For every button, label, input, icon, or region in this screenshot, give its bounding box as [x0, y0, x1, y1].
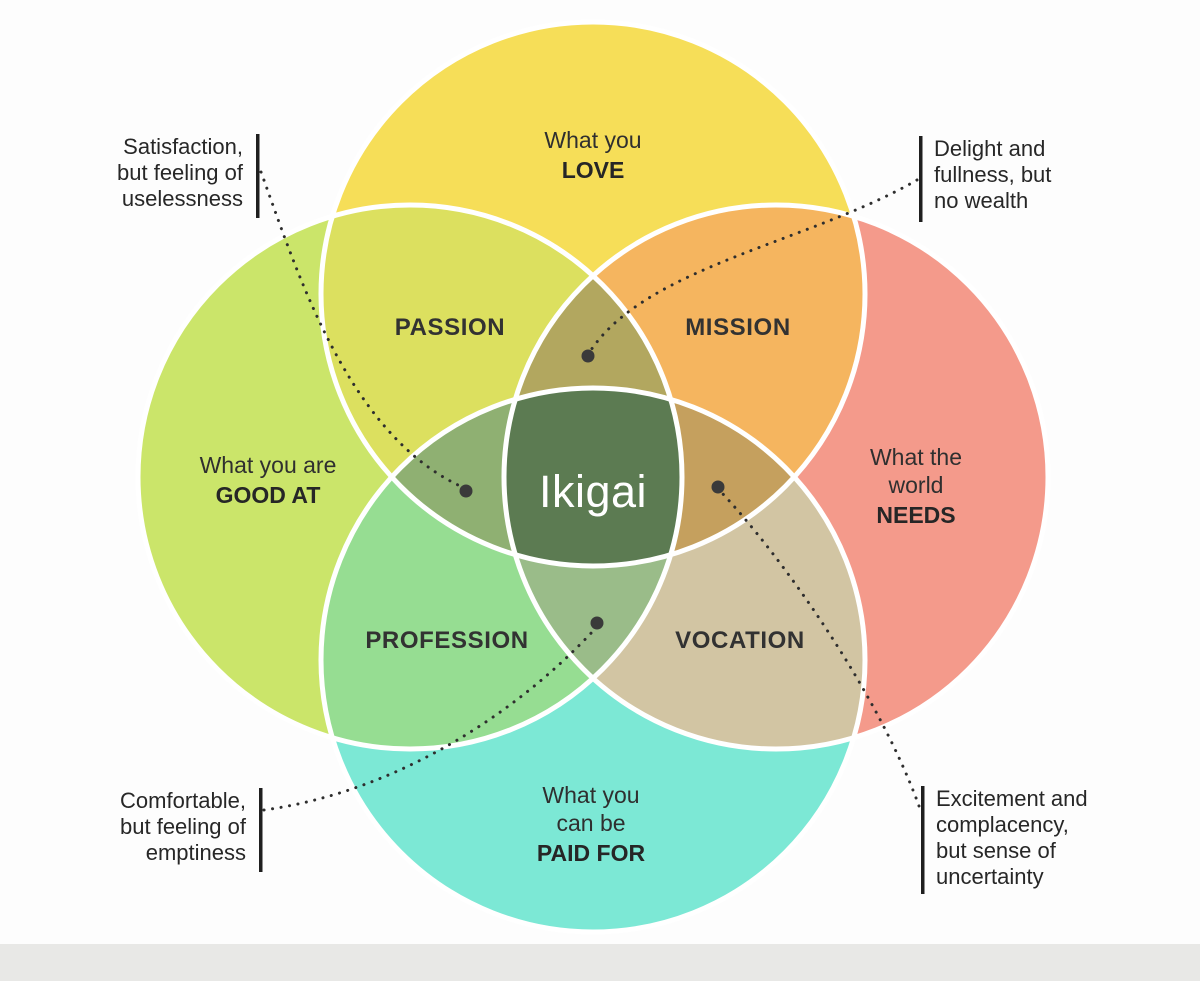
paid-for-label-line1: What you [542, 782, 639, 808]
note-bottom-right-line2: complacency, [936, 812, 1069, 837]
triple-left-outer [321, 388, 682, 566]
triple-goodat-needs-paidfor [504, 388, 682, 749]
note-bar-bottom-right [921, 786, 925, 894]
note-top-right-line1: Delight and [934, 136, 1045, 161]
dotted-line-top-left [259, 170, 460, 487]
paid-for-label-line3: PAID FOR [537, 840, 646, 866]
triple-bottom-inner [504, 388, 682, 749]
love-label-line1: What you [544, 127, 641, 153]
paid-for-label-line2: can be [556, 810, 625, 836]
passion-label: PASSION [395, 314, 505, 341]
triple-right-inner [504, 388, 865, 566]
triple-love-goodat-needs [504, 205, 682, 566]
triple-top-inner [504, 205, 682, 566]
ring-needs [501, 202, 1051, 752]
note-bar-bottom-left [259, 788, 263, 872]
note-top-left-line3: uselessness [122, 186, 243, 211]
ring-love [318, 19, 868, 569]
note-bar-top-right [919, 136, 923, 222]
ring-good-at [135, 202, 685, 752]
note-bar-top-left [256, 134, 260, 218]
note-top-left-line2: but feeling of [117, 160, 244, 185]
mission-label: MISSION [685, 314, 791, 341]
profession-label: PROFESSION [365, 627, 528, 654]
dotted-line-top-right [589, 178, 919, 352]
needs-label-line3: NEEDS [876, 502, 955, 528]
ikigai-center-label: Ikigai [539, 466, 647, 517]
dot-love-goodat-needs [581, 349, 595, 363]
note-bottom-left-line3: emptiness [146, 840, 246, 865]
triple-left-inner [321, 388, 682, 566]
note-bottom-right-line1: Excitement and [936, 786, 1088, 811]
triple-right-outer [504, 388, 865, 566]
note-top-right-line3: no wealth [934, 188, 1028, 213]
note-top-left-line1: Satisfaction, [123, 134, 243, 159]
ring-paid-for [318, 385, 868, 935]
good-at-label-line2: GOOD AT [216, 482, 321, 508]
note-bottom-right-line4: uncertainty [936, 864, 1044, 889]
triple-bottom-outer [504, 388, 682, 749]
triple-love-goodat-paidfor [321, 388, 682, 566]
good-at-label-line1: What you are [200, 452, 337, 478]
needs-label-line1: What the [870, 444, 962, 470]
triple-love-needs-paidfor [504, 388, 865, 566]
triple-top-outer [504, 205, 682, 566]
dot-goodat-needs-paidfor [590, 616, 604, 630]
note-bottom-left-line1: Comfortable, [120, 788, 246, 813]
dot-love-needs-paidfor [711, 480, 725, 494]
note-bottom-right-line3: but sense of [936, 838, 1057, 863]
bottom-strip [0, 944, 1200, 981]
dotted-line-bottom-left [262, 628, 596, 812]
dotted-line-bottom-right [720, 491, 921, 808]
needs-label-line2: world [888, 472, 944, 498]
note-top-right-line2: fullness, but [934, 162, 1051, 187]
note-bottom-left-line2: but feeling of [120, 814, 247, 839]
vocation-label: VOCATION [675, 627, 805, 654]
love-label-line2: LOVE [562, 157, 625, 183]
dot-love-goodat-paidfor [459, 484, 473, 498]
